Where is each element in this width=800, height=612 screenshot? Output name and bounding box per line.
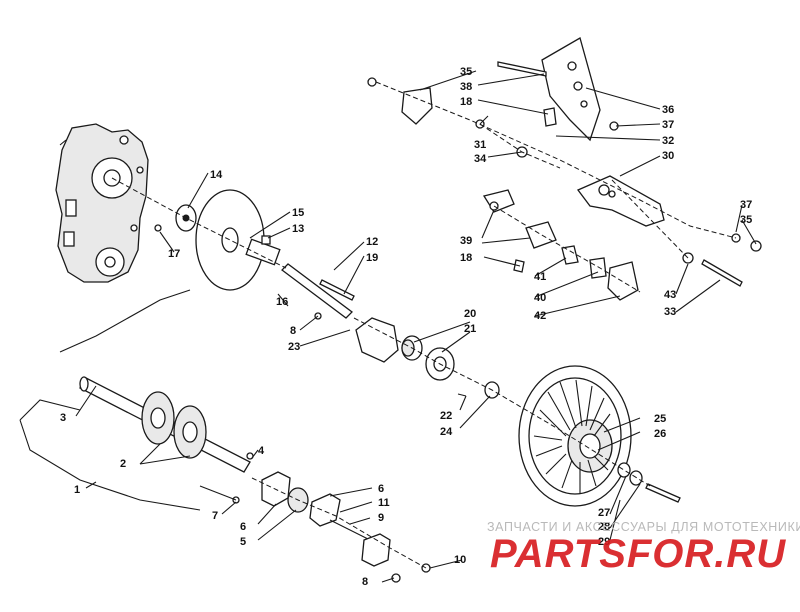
callout-34: 34 bbox=[474, 153, 487, 165]
callout-4: 4 bbox=[258, 445, 265, 457]
callout-6: 6 bbox=[240, 521, 247, 533]
callout-11: 11 bbox=[378, 497, 390, 509]
callout-26: 26 bbox=[654, 428, 667, 440]
callout-24: 24 bbox=[440, 426, 453, 438]
callout-8: 8 bbox=[362, 576, 369, 588]
callout-5: 5 bbox=[240, 536, 247, 548]
callout-32: 32 bbox=[662, 135, 675, 147]
callout-37: 37 bbox=[662, 119, 675, 131]
callout-29: 29 bbox=[598, 536, 611, 548]
callout-10: 10 bbox=[454, 554, 467, 566]
callout-27: 27 bbox=[598, 507, 611, 519]
leader-lines bbox=[19, 70, 757, 583]
tensioner-bracket bbox=[367, 37, 762, 301]
callout-25: 25 bbox=[654, 413, 667, 425]
assembly-centerlines bbox=[111, 81, 737, 569]
drive-shaft-assembly bbox=[79, 376, 254, 473]
brake-disc-assembly bbox=[154, 189, 281, 291]
callout-13: 13 bbox=[292, 223, 305, 235]
callout-15: 15 bbox=[292, 207, 305, 219]
callout-19: 19 bbox=[366, 252, 379, 264]
callout-6: 6 bbox=[378, 483, 385, 495]
callout-12: 12 bbox=[366, 236, 379, 248]
callout-9: 9 bbox=[378, 512, 385, 524]
callout-3: 3 bbox=[60, 412, 67, 424]
callout-43: 43 bbox=[664, 289, 677, 301]
driven-wheel bbox=[518, 365, 681, 507]
callout-18: 18 bbox=[460, 252, 473, 264]
callout-14: 14 bbox=[210, 169, 223, 181]
callout-8: 8 bbox=[290, 325, 297, 337]
callout-40: 40 bbox=[534, 292, 547, 304]
lower-bearing-flanges bbox=[232, 471, 431, 583]
callout-28: 28 bbox=[598, 521, 611, 533]
watermark-caption: ЗАПЧАСТИ И АКСЕССУАРЫ ДЛЯ МОТОТЕХНИКИ bbox=[487, 520, 800, 534]
callout-33: 33 bbox=[664, 306, 677, 318]
callout-23: 23 bbox=[288, 341, 301, 353]
callout-20: 20 bbox=[464, 308, 477, 320]
callout-21: 21 bbox=[464, 323, 477, 335]
callout-37: 37 bbox=[740, 199, 753, 211]
gearcase-housing bbox=[55, 123, 149, 283]
callout-35: 35 bbox=[740, 214, 753, 226]
callout-2: 2 bbox=[120, 458, 127, 470]
callout-41: 41 bbox=[534, 271, 547, 283]
callout-42: 42 bbox=[534, 310, 547, 322]
callout-36: 36 bbox=[662, 104, 675, 116]
callout-38: 38 bbox=[460, 81, 473, 93]
callout-31: 31 bbox=[474, 139, 487, 151]
callout-17: 17 bbox=[168, 248, 181, 260]
callout-18: 18 bbox=[460, 96, 473, 108]
watermark-logo: PARTSFOR.RU bbox=[490, 532, 787, 576]
callout-16: 16 bbox=[276, 296, 289, 308]
callout-39: 39 bbox=[460, 235, 473, 247]
callout-1: 1 bbox=[74, 484, 81, 496]
callout-30: 30 bbox=[662, 150, 675, 162]
callout-22: 22 bbox=[440, 410, 453, 422]
callout-7: 7 bbox=[212, 510, 219, 522]
callout-35: 35 bbox=[460, 66, 473, 78]
jackshaft bbox=[281, 263, 355, 320]
